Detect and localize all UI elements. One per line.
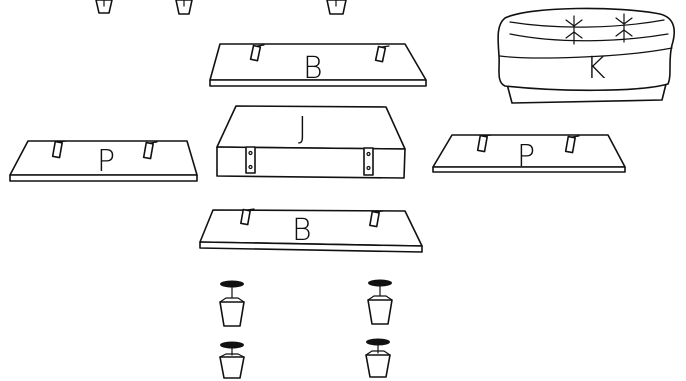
leg-icon [366, 339, 390, 378]
board-label-p-right: P [517, 139, 535, 174]
box-label-j: J [298, 111, 307, 146]
box-j: J [217, 106, 405, 178]
leg-icon [327, 0, 346, 14]
cushion-icon: K [498, 8, 674, 103]
bracket-icon [246, 147, 255, 173]
leg-icon [176, 0, 192, 14]
leg-icon [220, 342, 244, 379]
board-p-left: P [10, 141, 197, 181]
board-label-p-left: P [97, 144, 115, 179]
board-p-right: P [433, 135, 625, 174]
bracket-icon [364, 148, 373, 175]
cushion-label-k: K [586, 51, 606, 86]
leg-icon [220, 281, 244, 327]
board-label-b-top: B [303, 51, 323, 86]
board-label-b-bottom: B [292, 213, 312, 248]
board-b-bottom: B [200, 209, 422, 252]
board-b-top: B [210, 44, 426, 86]
leg-icon [368, 280, 392, 325]
leg-icon [96, 0, 112, 13]
